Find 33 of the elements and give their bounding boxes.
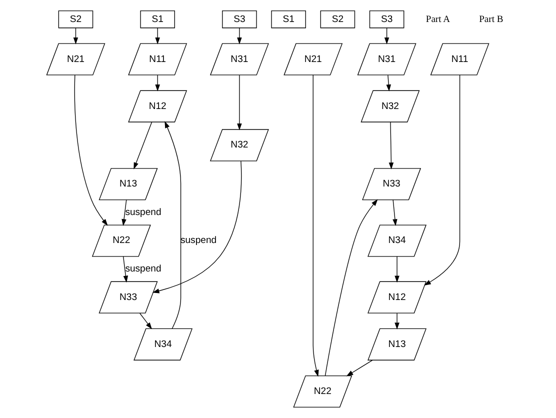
arrow bbox=[121, 200, 126, 226]
arrow bbox=[164, 121, 181, 329]
arrow bbox=[152, 160, 242, 294]
arrow bbox=[74, 74, 108, 226]
node-box: S1 bbox=[140, 10, 174, 28]
arrow bbox=[133, 122, 152, 170]
arrow bbox=[392, 200, 397, 226]
arrow bbox=[386, 74, 391, 92]
arrow bbox=[424, 74, 460, 286]
arrow bbox=[394, 312, 399, 330]
edge-label: suspend bbox=[180, 235, 216, 246]
arrow bbox=[154, 74, 160, 92]
arrow bbox=[324, 199, 378, 376]
arrow bbox=[236, 28, 242, 44]
edge-label: suspend bbox=[124, 264, 161, 275]
label: Part B bbox=[478, 14, 503, 25]
label: Part A bbox=[425, 14, 450, 25]
arrow bbox=[394, 256, 399, 283]
arrow bbox=[236, 74, 242, 130]
node-box: S2 bbox=[320, 10, 355, 28]
node-box: S3 bbox=[368, 10, 404, 28]
arrow bbox=[312, 74, 318, 377]
node-box: S1 bbox=[270, 10, 306, 28]
arrow bbox=[72, 28, 78, 44]
arrow bbox=[122, 256, 128, 283]
arrow bbox=[154, 28, 160, 44]
edge-label: suspend bbox=[124, 206, 161, 218]
arrow bbox=[388, 122, 394, 170]
node-box: S3 bbox=[222, 10, 256, 28]
arrow bbox=[139, 312, 152, 330]
arrow bbox=[384, 28, 389, 44]
node-box: S2 bbox=[58, 10, 93, 28]
arrow bbox=[346, 360, 372, 376]
